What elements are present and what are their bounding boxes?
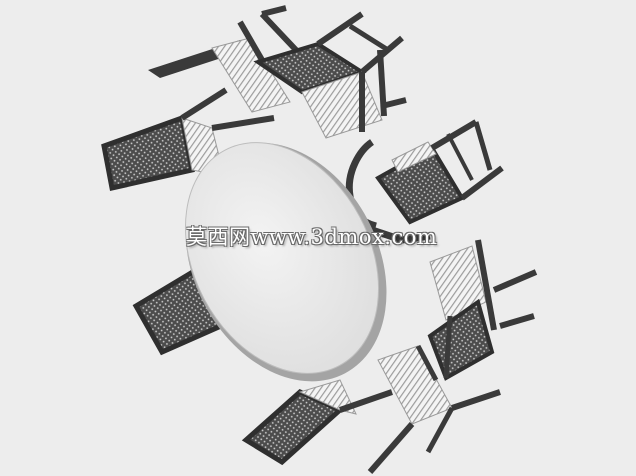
chair-top	[253, 11, 407, 139]
chair-right	[375, 119, 504, 225]
chair-right-lower	[427, 239, 538, 381]
chair-bottom	[241, 379, 393, 466]
watermark-text: 莫西网www.3dmox.com	[186, 225, 438, 249]
chair-top-left	[148, 5, 299, 113]
chair-bottom-right	[367, 344, 501, 474]
round-table	[184, 139, 431, 382]
